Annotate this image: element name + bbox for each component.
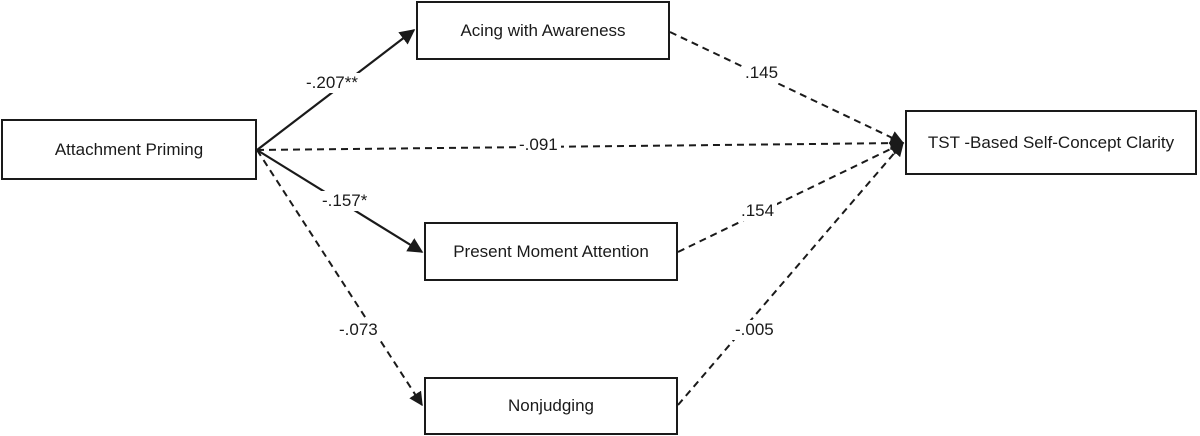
node-tst-self-concept-clarity: TST -Based Self-Concept Clarity [905,110,1197,175]
node-nonjudging-label: Nonjudging [507,396,594,415]
node-attachment-priming: Attachment Priming [1,119,257,180]
coef-attachment-acting: -.207** [303,73,361,93]
coef-acting-outcome: .145 [742,63,782,83]
coef-nonjudging-outcome: -.005 [732,320,777,340]
coef-present-outcome: .154 [738,201,778,221]
node-acting-with-awareness: Acing with Awareness [416,1,670,60]
node-acting-label: Acing with Awareness [460,20,626,40]
edge-acting-to-outcome [669,31,905,144]
node-tst-label: TST -Based Self-Concept Clarity [927,132,1175,152]
coef-attachment-present: -.157* [319,191,371,211]
edge-attachment-to-nonjudging [256,149,423,407]
edge-nonjudging-to-outcome [677,141,904,406]
coef-attachment-outcome: -.091 [516,135,561,155]
node-present-label: Present Moment Attention [453,241,649,261]
coef-attachment-nonjudging: -.073 [336,320,381,340]
node-nonjudging: Nonjudging [424,377,678,435]
node-present-moment-attention: Present Moment Attention [424,222,678,281]
edge-present-to-outcome [677,142,905,253]
node-attachment-priming-label: Attachment Priming [54,139,204,159]
edge-attachment-to-outcome [256,136,905,151]
